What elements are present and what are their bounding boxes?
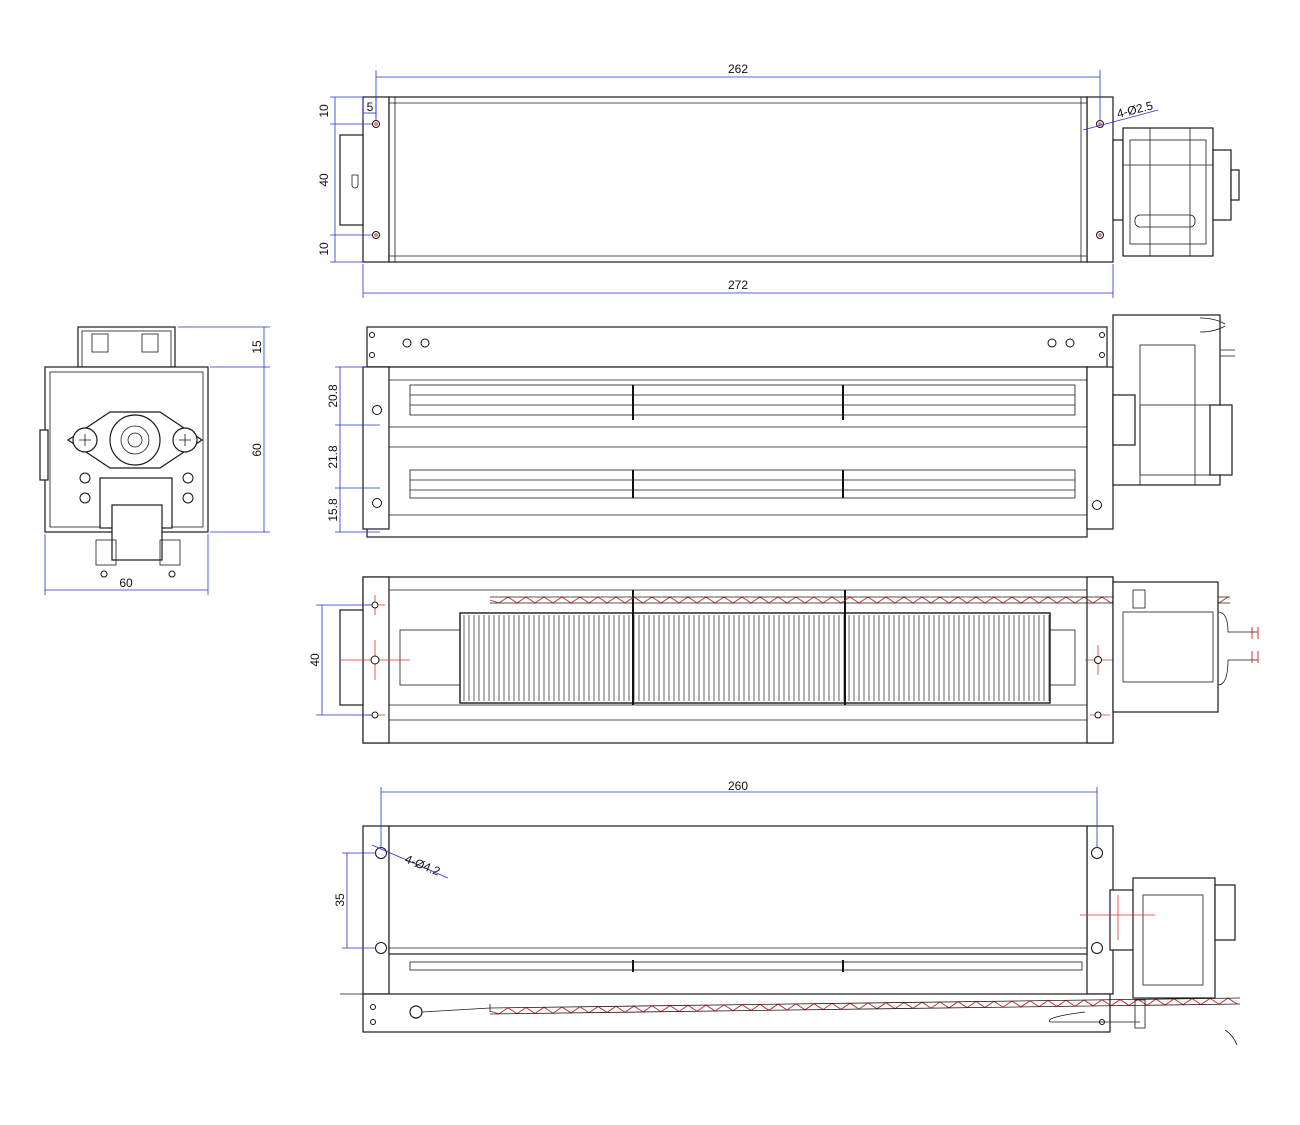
left-bracket (339, 134, 364, 226)
motor-section (1112, 581, 1259, 713)
section-view (339, 576, 1259, 744)
motor-hub (109, 414, 161, 466)
motor-front (1112, 314, 1235, 486)
motor-bottom (1080, 877, 1238, 1046)
dim-5: 5 (367, 100, 374, 114)
dim-60-horizontal: 60 (119, 576, 133, 590)
mount-hole (372, 231, 380, 239)
motor-coil (111, 504, 163, 561)
dim-60-vertical: 60 (250, 443, 264, 457)
end-bracket (77, 326, 176, 368)
front-top-flange (366, 326, 1108, 368)
hole-note-2-5: 4-Ø2.5 (1115, 98, 1154, 121)
motor-top (1112, 127, 1240, 257)
housing-body (388, 96, 1088, 263)
dim-35: 35 (333, 893, 347, 907)
bottom-housing (388, 825, 1088, 955)
front-view-dimensions: 20.8 21.8 15.8 (326, 366, 380, 533)
bottom-base-plate (362, 993, 1111, 1033)
top-view-dimensions: 262 272 5 10 40 10 4-Ø2.5 (317, 62, 1159, 298)
bottom-view (340, 825, 1241, 1046)
dim-15: 15 (250, 340, 264, 354)
dim-260: 260 (728, 779, 748, 793)
dim-40-section: 40 (308, 653, 322, 667)
end-view-dimensions: 15 60 60 (44, 326, 270, 595)
dim-262: 262 (728, 62, 748, 76)
dim-272: 272 (728, 278, 748, 292)
dim-40: 40 (317, 173, 331, 187)
mount-hole (1096, 231, 1104, 239)
front-view (362, 314, 1235, 538)
top-view (339, 96, 1240, 263)
section-housing (362, 576, 1114, 744)
front-housing (366, 366, 1088, 538)
dim-21-8: 21.8 (326, 445, 340, 469)
end-view (39, 326, 209, 578)
section-view-dimensions: 40 (308, 604, 372, 716)
dim-10-top: 10 (317, 104, 331, 118)
cable-bottom (489, 997, 1238, 1015)
dim-10-bottom: 10 (317, 242, 331, 256)
dim-15-8: 15.8 (326, 498, 340, 522)
mount-hole (372, 120, 380, 128)
dim-20-8: 20.8 (326, 384, 340, 408)
